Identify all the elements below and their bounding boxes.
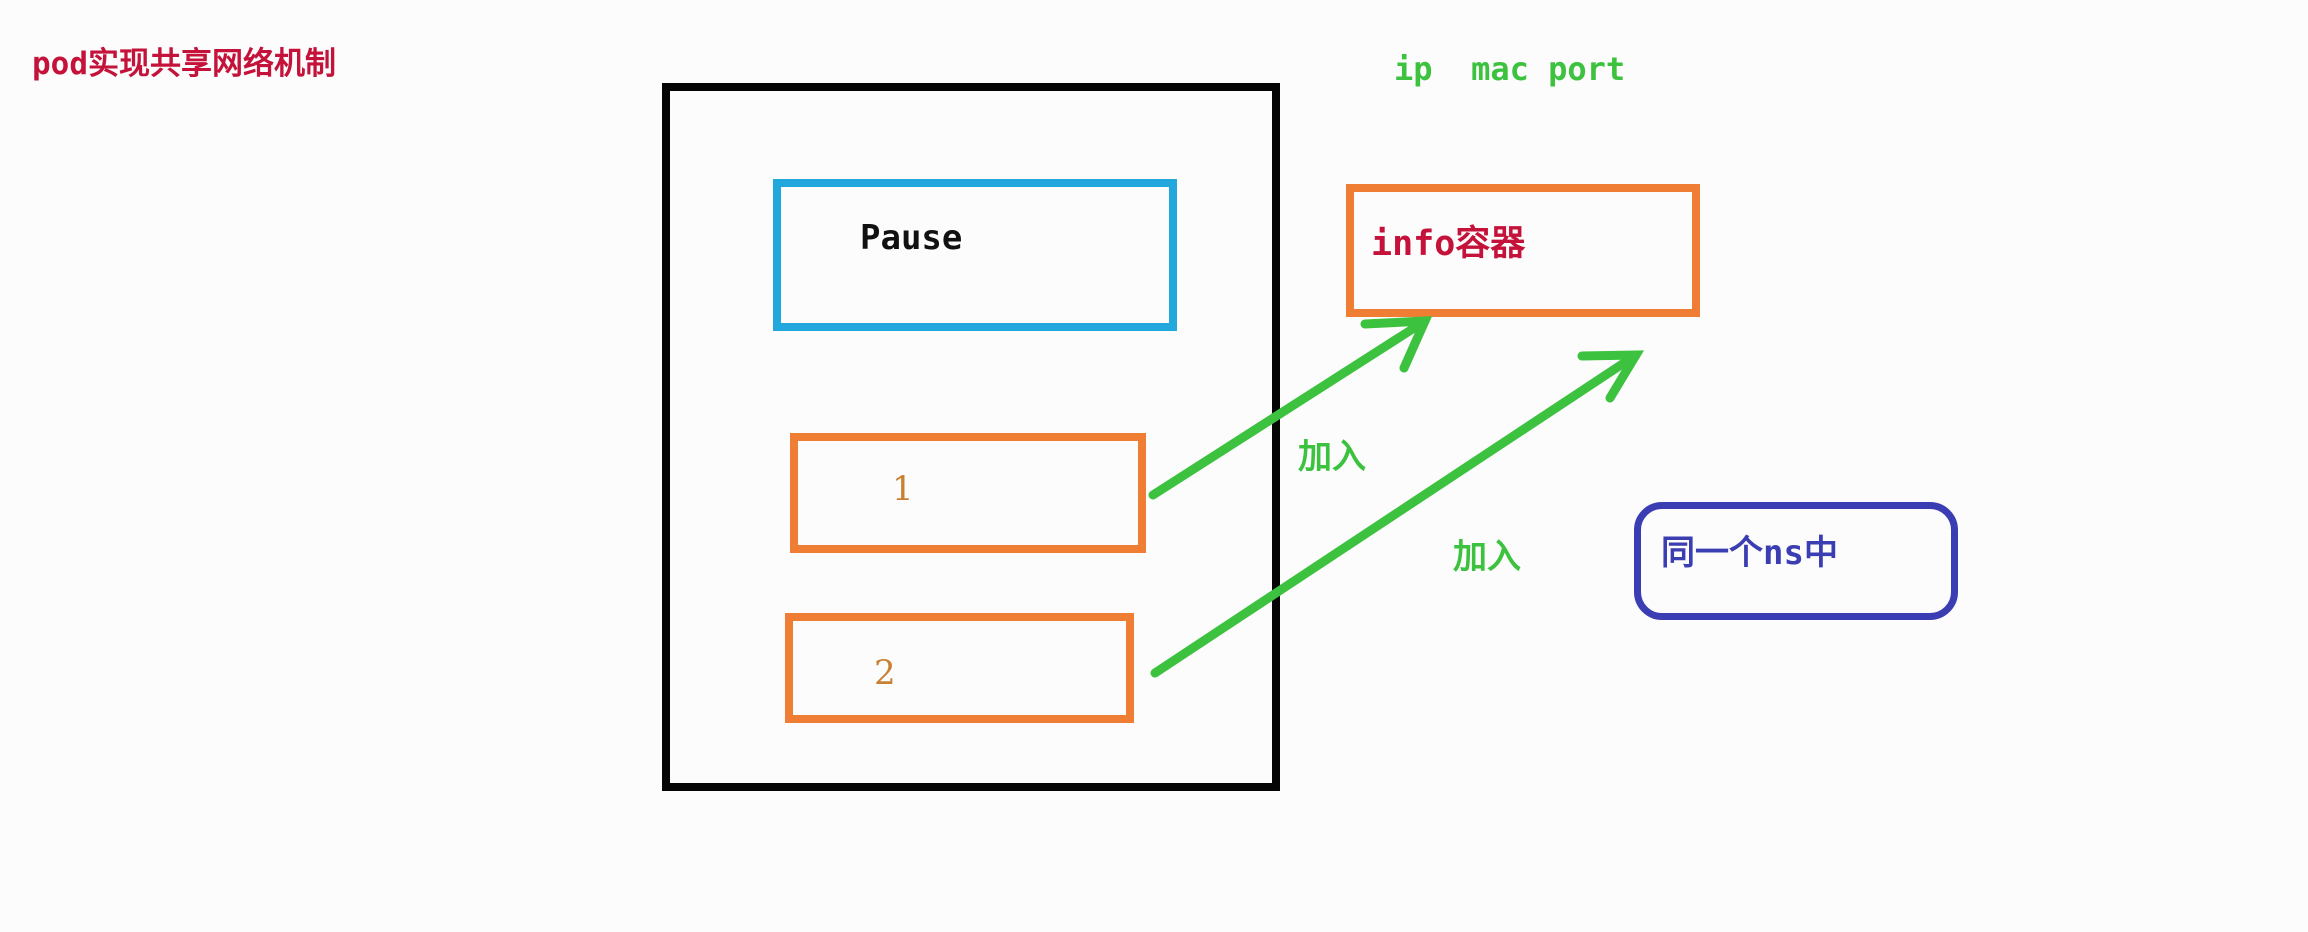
info-container-box [1346, 184, 1700, 317]
container-2-label: 2 [874, 653, 896, 693]
pod-box [662, 83, 1280, 791]
same-namespace-label: 同一个ns中 [1661, 533, 1838, 573]
container-1-box [790, 433, 1146, 553]
join-arrow-1-head [1360, 316, 1433, 373]
network-attributes-label: ip mac port [1394, 50, 1626, 88]
pause-container-label: Pause [860, 218, 963, 258]
info-container-label: info容器 [1371, 224, 1526, 264]
diagram-title: pod实现共享网络机制 [32, 46, 336, 82]
join-arrow-2-head [1577, 350, 1645, 403]
container-2-box [785, 613, 1134, 723]
join-label-2: 加入 [1453, 537, 1521, 577]
join-label-1: 加入 [1298, 437, 1366, 477]
pause-container-box [773, 179, 1177, 331]
join-arrow-1 [1148, 316, 1430, 500]
same-namespace-box [1634, 502, 1958, 620]
join-arrow-2 [1150, 350, 1641, 678]
container-1-label: 1 [892, 469, 914, 509]
